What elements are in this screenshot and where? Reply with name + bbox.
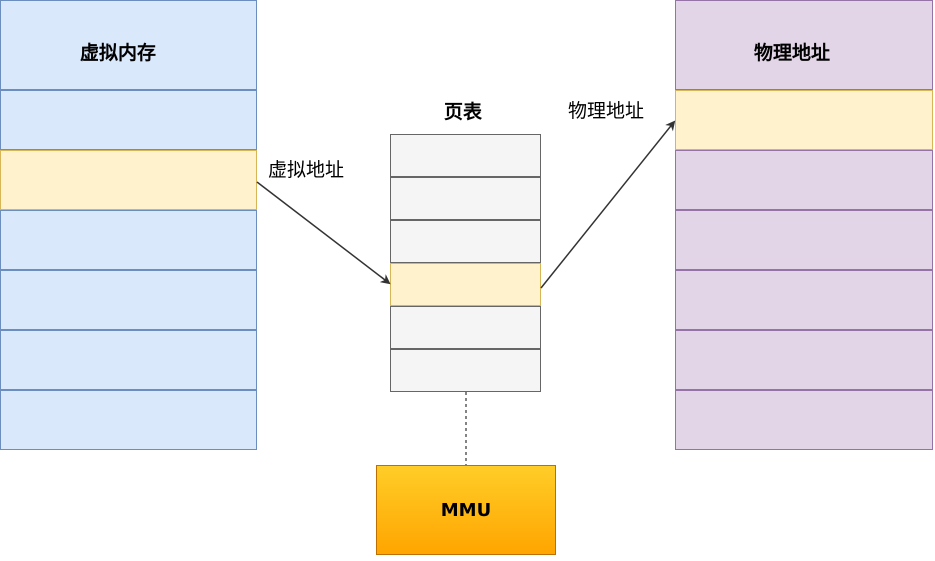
mmu-box: MMU bbox=[376, 465, 556, 555]
page-table-cell bbox=[390, 349, 541, 392]
physical-memory-cell bbox=[675, 210, 933, 270]
page-table-cell bbox=[390, 134, 541, 177]
physical-memory-cell bbox=[675, 330, 933, 390]
physical-memory-cell bbox=[675, 150, 933, 210]
page-table-title: 页表 bbox=[444, 101, 483, 123]
page-table-cell bbox=[390, 220, 541, 263]
virtual-memory-cell bbox=[0, 0, 257, 90]
virtual-to-table-arrow bbox=[256, 181, 391, 285]
virtual-memory-cell bbox=[0, 90, 257, 150]
virtual-memory-cell bbox=[0, 330, 257, 390]
page-table-cell bbox=[390, 177, 541, 220]
physical-memory-cell bbox=[675, 390, 933, 450]
virtual-memory-title: 虚拟内存 bbox=[80, 42, 157, 64]
physical-memory-cell bbox=[675, 0, 933, 90]
physical-memory-cell-highlighted bbox=[675, 90, 933, 150]
physical-address-label: 物理地址 bbox=[568, 100, 645, 122]
virtual-memory-cell bbox=[0, 210, 257, 270]
table-to-physical-arrow bbox=[540, 120, 676, 289]
physical-memory-cell bbox=[675, 270, 933, 330]
virtual-memory-cell bbox=[0, 270, 257, 330]
page-table-cell bbox=[390, 306, 541, 349]
virtual-memory-cell-highlighted bbox=[0, 150, 257, 210]
page-table-cell-highlighted bbox=[390, 263, 541, 306]
virtual-memory-cell bbox=[0, 390, 257, 450]
physical-memory-title: 物理地址 bbox=[754, 42, 831, 64]
mmu-label: MMU bbox=[440, 499, 492, 521]
virtual-address-label: 虚拟地址 bbox=[268, 159, 345, 181]
